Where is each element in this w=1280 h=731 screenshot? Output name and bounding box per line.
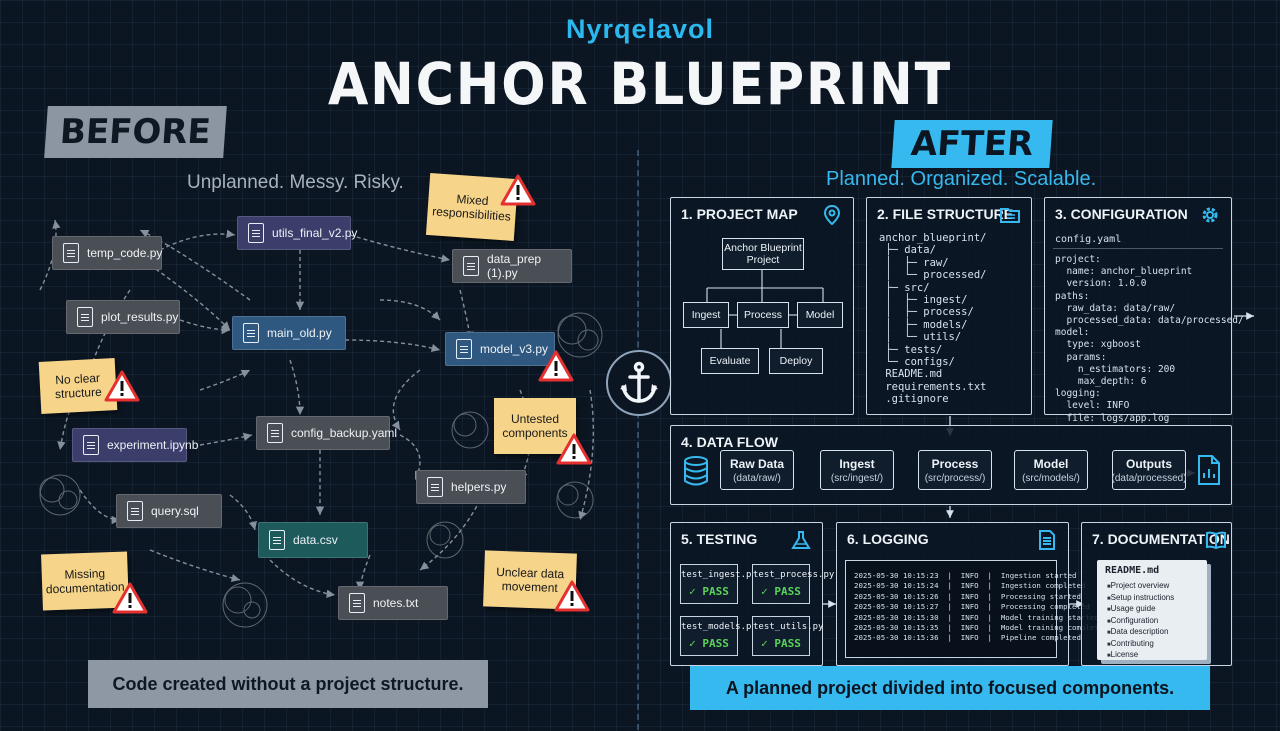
before-caption: Code created without a project structure… [88, 660, 488, 708]
warning-icon [112, 582, 148, 614]
file-model-v3: model_v3.py [445, 332, 555, 366]
file-query: query.sql [116, 494, 222, 528]
readme-item: Usage guide [1107, 604, 1174, 616]
database-icon [684, 456, 708, 486]
panel-title: 7. DOCUMENTATION [1092, 531, 1230, 547]
map-node-deploy: Deploy [769, 348, 823, 374]
map-node-evaluate: Evaluate [701, 348, 759, 374]
map-node-process: Process [737, 302, 789, 328]
test-card-models: test_models.py✓ PASS [680, 616, 757, 656]
panel-title: 6. LOGGING [847, 531, 929, 547]
test-card-utils: test_utils.py✓ PASS [752, 616, 823, 656]
file-icon [463, 256, 479, 276]
open-book-icon [1206, 531, 1226, 550]
readme-document: README.md Project overview Setup instruc… [1097, 560, 1207, 660]
readme-item: Data description [1107, 627, 1174, 639]
after-caption: A planned project divided into focused c… [690, 666, 1210, 710]
anchor-badge [606, 350, 672, 416]
file-temp-code: temp_code.py [52, 236, 162, 270]
panel-title: 2. FILE STRUCTURE [877, 206, 1014, 222]
report-icon [1198, 455, 1220, 485]
file-icon [456, 339, 472, 359]
flow-step-raw-data: Raw Data(data/raw/) [720, 450, 794, 490]
log-lines: 2025-05-30 10:15:23 | INFO | Ingestion s… [854, 571, 1108, 643]
log-console: 2025-05-30 10:15:23 | INFO | Ingestion s… [845, 560, 1108, 658]
config-divider [1053, 248, 1223, 249]
anchor-icon [620, 361, 658, 403]
map-node-model: Model [797, 302, 843, 328]
panel-title: 3. CONFIGURATION [1055, 206, 1188, 222]
readme-filename: README.md [1105, 565, 1160, 576]
location-pin-icon [823, 204, 841, 226]
readme-item: Contributing [1107, 639, 1174, 651]
warning-icon [538, 350, 574, 382]
config-body: project: name: anchor_blueprint version:… [1055, 254, 1244, 424]
warning-icon [500, 174, 536, 206]
before-tag: BEFORE [44, 106, 227, 158]
file-data-prep: data_prep (1).py [452, 249, 572, 283]
file-icon [63, 243, 79, 263]
after-tag: AFTER [891, 120, 1053, 168]
readme-item: Configuration [1107, 616, 1174, 628]
warning-icon [104, 370, 140, 402]
project-map-connectors [706, 270, 824, 348]
file-icon [269, 530, 285, 550]
map-node-ingest: Ingest [683, 302, 729, 328]
warning-icon [554, 580, 590, 612]
log-file-icon [1039, 530, 1055, 550]
gear-icon [1202, 207, 1218, 223]
file-config-backup: config_backup.yaml [256, 416, 397, 450]
folder-icon [1000, 208, 1020, 223]
file-tree: anchor_blueprint/ ├─ data/ │ ├─ raw/ │ └… [879, 232, 987, 406]
file-icon [127, 501, 143, 521]
file-notes: notes.txt [338, 586, 448, 620]
map-node-root: Anchor Blueprint Project [722, 238, 804, 270]
page-title: ANCHOR BLUEPRINT [327, 50, 953, 118]
file-icon [248, 223, 264, 243]
file-helpers: helpers.py [416, 470, 526, 504]
file-icon [83, 435, 99, 455]
file-data-csv: data.csv [258, 522, 368, 558]
brand-name: Nyrqelavol [565, 14, 715, 44]
test-card-ingest: test_ingest.py✓ PASS [680, 564, 757, 604]
panel-file-structure: 2. FILE STRUCTURE anchor_blueprint/ ├─ d… [866, 197, 1032, 415]
flow-step-process: Process(src/process/) [918, 450, 992, 490]
file-icon [77, 307, 93, 327]
readme-item: Project overview [1107, 581, 1174, 593]
panel-title: 1. PROJECT MAP [681, 206, 798, 222]
readme-item: License [1107, 650, 1174, 662]
file-icon [243, 323, 259, 343]
before-subtitle: Unplanned. Messy. Risky. [187, 172, 404, 193]
after-subtitle: Planned. Organized. Scalable. [826, 168, 1097, 190]
flask-icon [791, 531, 811, 549]
file-icon [267, 423, 283, 443]
file-icon [349, 593, 365, 613]
panel-title: 4. DATA FLOW [681, 434, 778, 450]
flow-step-model: Model(src/models/) [1014, 450, 1088, 490]
readme-item: Setup instructions [1107, 593, 1175, 605]
note-untested-components: Untested components [494, 398, 576, 454]
panel-title: 5. TESTING [681, 531, 758, 547]
readme-items: Project overview Setup instructions Usag… [1107, 581, 1175, 662]
flow-step-outputs: Outputs(data/processed) [1111, 450, 1187, 490]
panel-configuration: 3. CONFIGURATION config.yaml project: na… [1044, 197, 1244, 424]
warning-icon [556, 433, 592, 465]
panel-project-map: 1. PROJECT MAP Anchor Blueprint Project … [670, 197, 854, 415]
file-experiment: experiment.ipynb [72, 428, 198, 462]
test-card-process: test_process.py✓ PASS [752, 564, 834, 604]
config-filename: config.yaml [1055, 234, 1122, 245]
file-plot-results: plot_results.py [66, 300, 180, 334]
flow-step-ingest: Ingest(src/ingest/) [820, 450, 894, 490]
file-icon [427, 477, 443, 497]
center-divider [637, 150, 639, 730]
file-utils-final: utils_final_v2.py [237, 216, 357, 250]
file-main-old: main_old.py [232, 316, 346, 350]
